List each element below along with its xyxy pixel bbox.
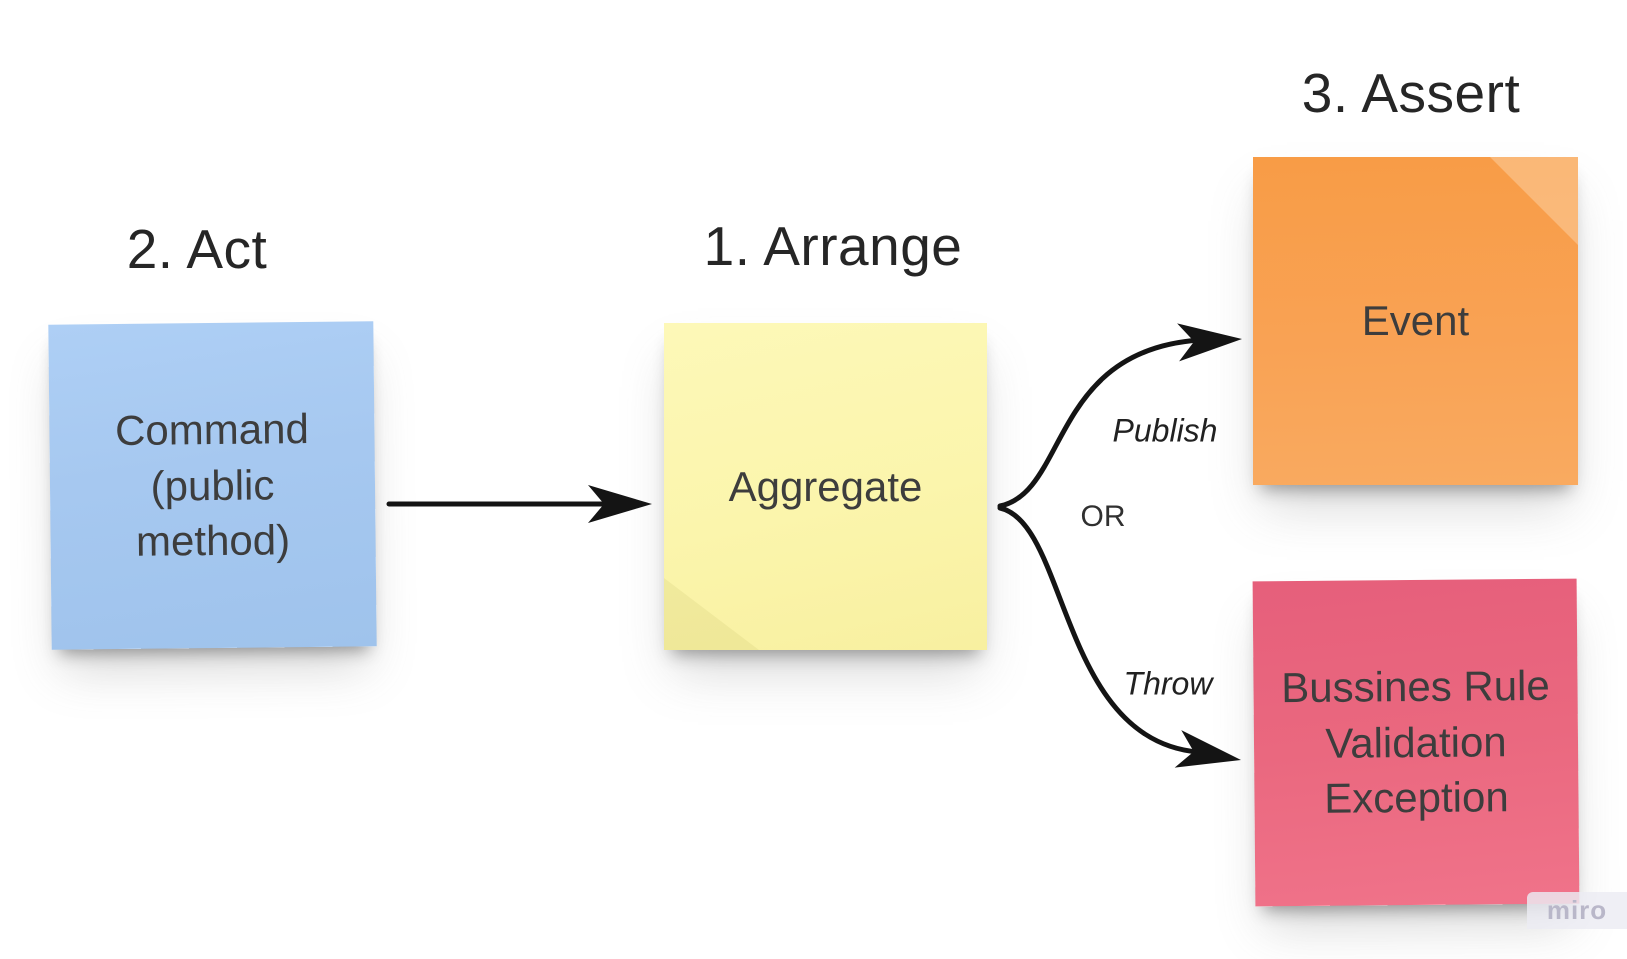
arrowhead-right-icon — [588, 485, 652, 523]
connector-publish-curve[interactable] — [997, 337, 1203, 509]
connector-publish[interactable] — [997, 320, 1243, 509]
sticky-note-aggregate[interactable]: Aggregate — [664, 323, 987, 650]
sticky-note-exception-text: Bussines Rule Validation Exception — [1281, 662, 1550, 823]
connector-throw-curve[interactable] — [997, 505, 1201, 755]
connector-throw[interactable] — [997, 505, 1244, 779]
sticky-note-event[interactable]: Event — [1253, 157, 1578, 485]
sticky-note-command[interactable]: Command (public method) — [48, 321, 377, 650]
sticky-note-aggregate-text: Aggregate — [728, 462, 923, 510]
miro-watermark: miro — [1527, 892, 1627, 929]
connector-label-publish[interactable]: Publish — [1112, 412, 1218, 449]
arrowhead-right-icon — [1177, 323, 1242, 362]
connector-label-throw[interactable]: Throw — [1123, 665, 1213, 702]
sticky-note-exception[interactable]: Bussines Rule Validation Exception — [1252, 578, 1580, 907]
connector-label-or[interactable]: OR — [1080, 500, 1126, 533]
heading-act[interactable]: 2. Act — [126, 218, 268, 280]
arrowhead-right-icon — [1174, 730, 1241, 768]
sticky-note-event-text: Event — [1361, 297, 1470, 345]
connector-command-to-aggregate[interactable] — [386, 485, 652, 523]
sticky-note-command-text: Command (public method) — [114, 405, 310, 566]
heading-arrange[interactable]: 1. Arrange — [703, 215, 963, 277]
miro-logo: miro — [1546, 895, 1608, 925]
heading-assert[interactable]: 3. Assert — [1301, 62, 1521, 124]
